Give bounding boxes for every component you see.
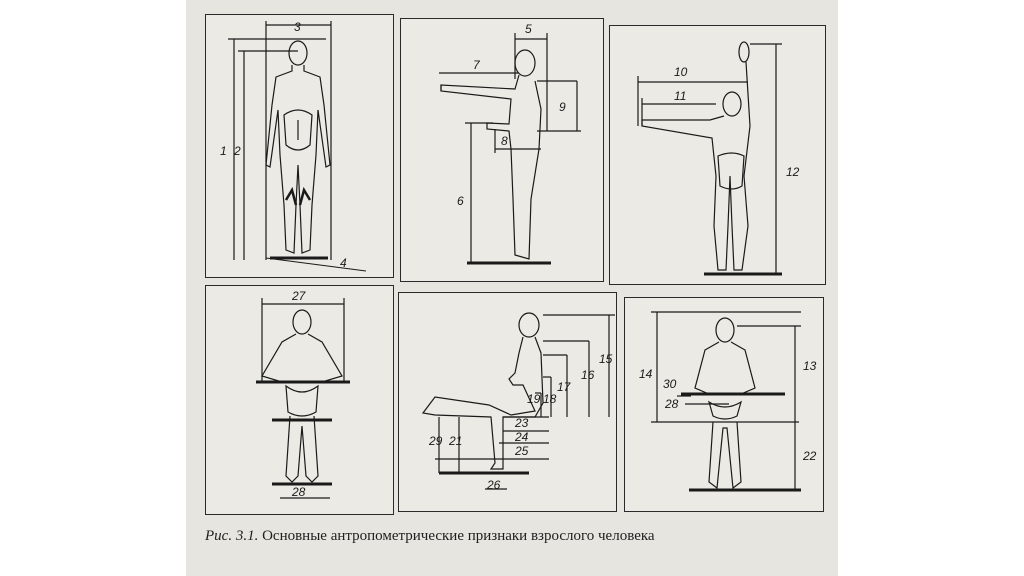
label-13: 13: [803, 359, 817, 373]
label-30: 30: [663, 377, 677, 391]
label-3: 3: [294, 20, 301, 34]
label-6: 6: [457, 194, 464, 208]
label-2: 2: [233, 144, 241, 158]
label-12: 12: [786, 165, 800, 179]
figure-number: Рис. 3.1.: [205, 528, 259, 544]
panel-seated-table: 14 13 30 28 22: [624, 297, 824, 512]
label-10: 10: [674, 65, 688, 79]
standing-arm-raised-diagram: 10 11 12: [637, 41, 800, 276]
label-19: 19: [527, 392, 541, 406]
label-29: 29: [428, 434, 443, 448]
label-28: 28: [291, 485, 306, 499]
label-16: 16: [581, 368, 595, 382]
label-11: 11: [674, 89, 686, 103]
standing-front-diagram: 3 1 2 4: [220, 20, 367, 272]
label-21: 21: [448, 434, 462, 448]
seated-front-diagram: 27 28: [256, 289, 350, 499]
label-1: 1: [220, 144, 227, 158]
label-8: 8: [501, 134, 508, 148]
label-9: 9: [559, 100, 566, 114]
panel-seated-side: 15 16 17 18 19 23 24 25 29 21 26: [398, 292, 617, 512]
label-7: 7: [473, 58, 481, 72]
head-shape: [292, 309, 312, 335]
head-shape: [514, 49, 536, 77]
label-28: 28: [664, 397, 679, 411]
label-22: 22: [802, 449, 817, 463]
label-27: 27: [291, 289, 307, 303]
label-17: 17: [557, 380, 572, 394]
seated-table-diagram: 14 13 30 28 22: [639, 311, 817, 492]
label-25: 25: [514, 444, 529, 458]
figure-caption-text: Основные антропометрические признаки взр…: [262, 528, 655, 544]
panel-standing-side: 5 7 9 8 6: [400, 18, 604, 282]
label-5: 5: [525, 22, 532, 36]
label-26: 26: [486, 478, 501, 492]
standing-side-diagram: 5 7 9 8 6: [439, 22, 581, 265]
label-23: 23: [514, 416, 529, 430]
panel-standing-front: 3 1 2 4: [205, 14, 394, 278]
head-shape: [715, 317, 735, 343]
panel-standing-arm-raised: 10 11 12: [609, 25, 826, 285]
head-shape: [518, 312, 540, 338]
head-shape: [722, 91, 742, 117]
label-18: 18: [543, 392, 557, 406]
figure-caption: Рис. 3.1. Основные антропометрические пр…: [205, 528, 835, 545]
head-shape: [288, 40, 308, 66]
panel-seated-front: 27 28: [205, 285, 394, 515]
raised-hand-shape: [738, 41, 750, 63]
seated-side-diagram: 15 16 17 18 19 23 24 25 29 21 26: [421, 312, 615, 492]
label-14: 14: [639, 367, 653, 381]
label-15: 15: [599, 352, 613, 366]
label-4: 4: [340, 256, 347, 270]
label-24: 24: [514, 430, 529, 444]
